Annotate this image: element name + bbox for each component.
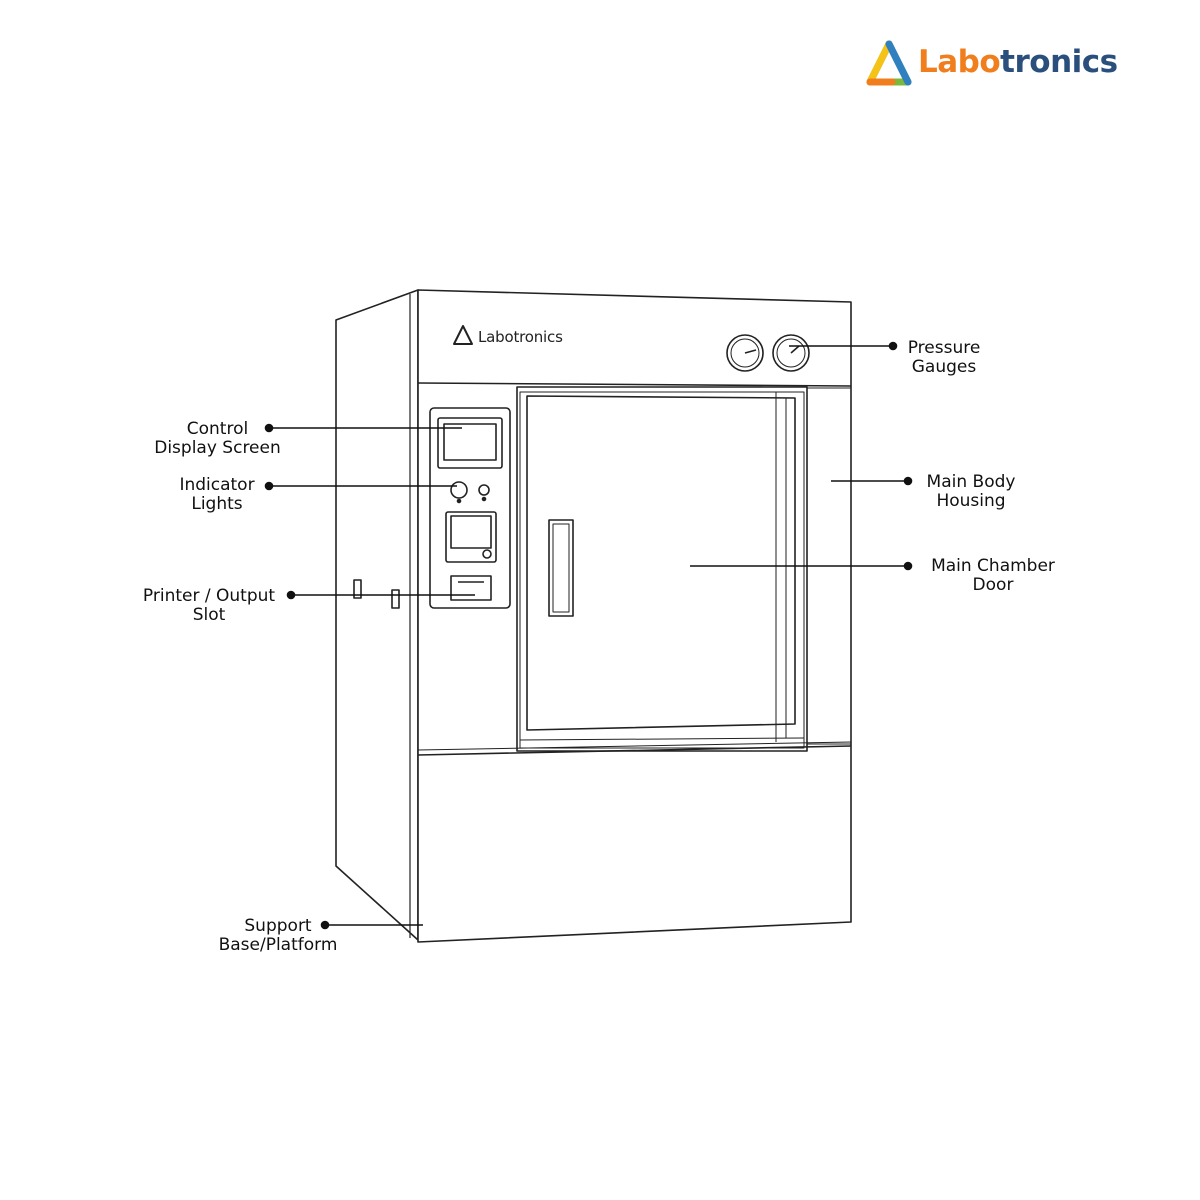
- label-control-display: Control Display Screen: [140, 420, 295, 458]
- machine-brand-text: Labotronics: [478, 328, 563, 346]
- label-main-body-line1: Main Body: [926, 472, 1016, 492]
- brand-name-part2: tronics: [1000, 44, 1118, 80]
- secondary-screen: [445, 511, 497, 563]
- side-panel: [335, 289, 419, 941]
- printer-slot: [450, 575, 492, 601]
- label-support-base: Support Base/Platform: [206, 917, 350, 955]
- control-display-screen: [437, 417, 503, 469]
- label-control-display-line2: Display Screen: [154, 438, 281, 458]
- indicator-light-small: [478, 484, 490, 496]
- label-printer-slot-line2: Slot: [192, 605, 226, 625]
- label-chamber-door: Main Chamber Door: [915, 557, 1071, 595]
- label-indicator-lights-line1: Indicator: [179, 475, 255, 495]
- label-pressure-gauges-line1: Pressure: [907, 338, 981, 358]
- brand-name-part1: Labo: [918, 44, 1001, 80]
- label-indicator-lights-line2: Lights: [191, 494, 243, 514]
- door-handle: [548, 519, 574, 617]
- brand-triangle-icon: [866, 40, 912, 86]
- main-chamber-door: [526, 395, 796, 731]
- label-main-body: Main Body Housing: [912, 473, 1030, 511]
- label-printer-slot-line1: Printer / Output: [142, 586, 276, 606]
- label-main-body-line2: Housing: [936, 491, 1006, 511]
- label-pressure-gauges-line2: Gauges: [911, 357, 977, 377]
- machine-logo-icon: [453, 325, 473, 345]
- label-chamber-door-line1: Main Chamber: [931, 556, 1055, 576]
- label-printer-slot: Printer / Output Slot: [124, 587, 294, 625]
- indicator-light-large: [450, 481, 468, 499]
- label-chamber-door-line2: Door: [972, 575, 1014, 595]
- label-support-base-line2: Base/Platform: [218, 935, 338, 955]
- pressure-gauge-1: [726, 334, 764, 372]
- brand-wordmark: Labotronics: [918, 42, 1118, 82]
- brand-logo: Labotronics: [862, 36, 1122, 92]
- label-indicator-lights: Indicator Lights: [167, 476, 267, 514]
- label-control-display-line1: Control: [186, 419, 249, 439]
- label-pressure-gauges: Pressure Gauges: [894, 339, 994, 377]
- pressure-gauge-2: [772, 334, 810, 372]
- control-panel: [429, 407, 511, 609]
- label-support-base-line1: Support: [244, 916, 312, 936]
